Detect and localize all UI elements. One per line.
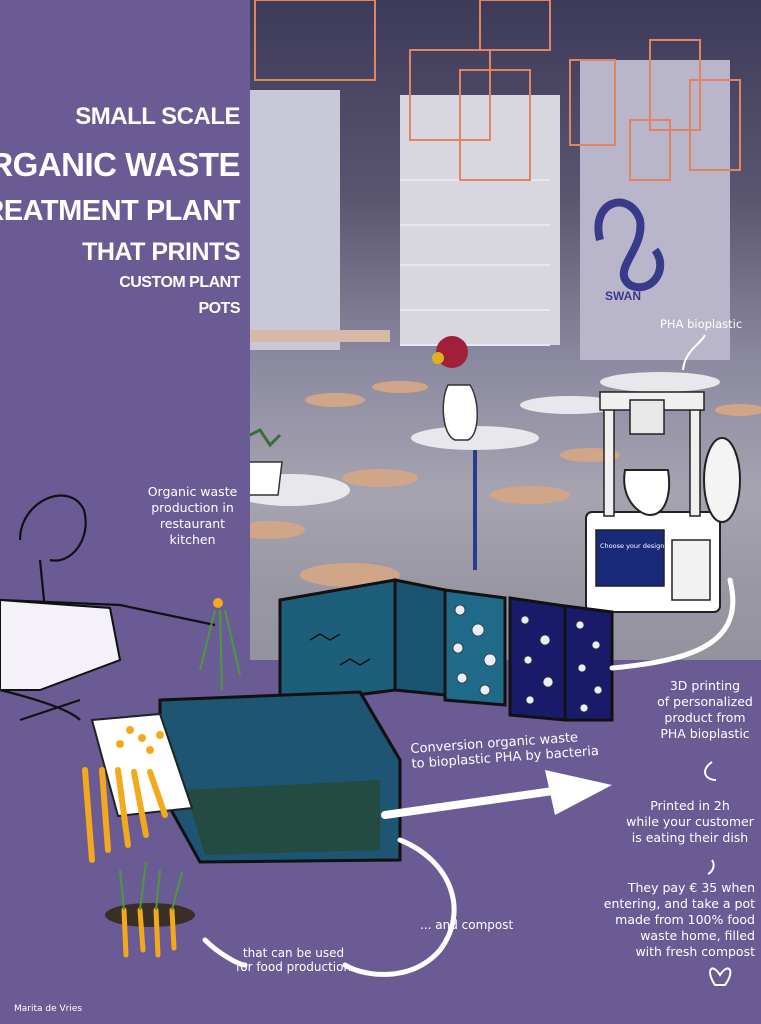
organic-line: production in [151, 500, 234, 515]
herb-flower [213, 598, 223, 608]
flower-vase [432, 336, 478, 441]
flow-arrow [381, 770, 612, 819]
printer-screen [595, 529, 665, 587]
pha-pointer [682, 334, 706, 371]
food-line: for food production [236, 960, 352, 974]
print-line: of personalized [657, 694, 753, 709]
restaurant-scene: SWAN [230, 0, 761, 660]
compost-label: ... and compost [420, 918, 514, 932]
waste-tank [158, 690, 402, 864]
title-line-6: POTS [198, 300, 240, 317]
bacteria-tanks [278, 578, 614, 722]
organic-waste-label: Organic waste production in restaurant k… [140, 484, 245, 548]
print-line: 3D printing [669, 678, 741, 693]
title-line-3: TREATMENT PLANT [0, 195, 240, 227]
heart-icon [709, 967, 732, 986]
herb-bunch [199, 609, 241, 691]
printed-pot [623, 469, 670, 517]
printed-time-label: Printed in 2h while your customer is eat… [620, 798, 760, 846]
print-head [629, 399, 665, 435]
squiggle-arrow [707, 859, 715, 875]
price-line: waste home, filled [640, 928, 755, 943]
printed-line: is eating their dish [631, 830, 749, 845]
organic-line: Organic waste [147, 484, 238, 499]
price-line: with fresh compost [635, 944, 755, 959]
food-line: that can be used [242, 946, 345, 960]
birdcage-lamps [254, 0, 741, 181]
printed-line: while your customer [626, 814, 754, 829]
price-line: made from 100% food [615, 912, 755, 927]
printed-line: Printed in 2h [650, 798, 730, 813]
food-production-label: that can be used for food production [236, 946, 351, 974]
window [400, 95, 560, 345]
pha-label: PHA bioplastic [660, 317, 743, 331]
print-line: product from [664, 710, 746, 725]
printer-screen-text: Choose your design [600, 542, 664, 550]
chef-shirt [0, 598, 122, 691]
price-line: They pay € 35 when [627, 880, 755, 895]
flow-curves [202, 577, 736, 977]
price-label: They pay € 35 when entering, and take a … [600, 880, 755, 960]
organic-line: kitchen [169, 532, 216, 547]
price-line: entering, and take a pot [603, 896, 755, 911]
title-line-5: CUSTOM PLANT [119, 274, 240, 291]
table-top [411, 426, 539, 450]
3d-printing-label: 3D printing of personalized product from… [655, 678, 755, 742]
swan-mural [594, 198, 665, 292]
title-line-2: ORGANIC WASTE [0, 146, 240, 183]
table-top [600, 372, 720, 392]
print-line: PHA bioplastic [660, 726, 750, 741]
filament-spool [703, 437, 741, 523]
title-line-1: SMALL SCALE [75, 103, 240, 130]
organic-line: restaurant [159, 516, 226, 531]
restaurant-photo: SWAN [230, 0, 761, 660]
cutting-board [82, 712, 194, 863]
printer-3d: Choose your design [585, 391, 741, 613]
squiggle-arrow [704, 761, 717, 781]
carrots-soil [105, 861, 195, 958]
window [250, 90, 340, 350]
title-line-4: THAT PRINTS [82, 238, 240, 266]
counter [250, 330, 390, 342]
table-top [520, 396, 620, 414]
swan-sign: SWAN [605, 289, 641, 303]
author-credit: Marita de Vries [14, 1004, 83, 1014]
